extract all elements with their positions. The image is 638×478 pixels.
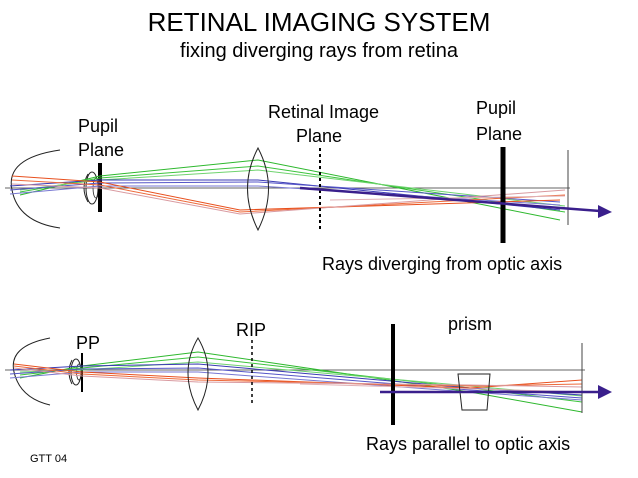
top-ray-green — [19, 169, 566, 207]
top-ray-pink — [329, 195, 566, 201]
top-caption: Rays diverging from optic axis — [322, 254, 563, 274]
footer-credit: GTT 04 — [30, 453, 68, 465]
bottom-rays — [9, 351, 583, 413]
bottom-relay-lens — [187, 337, 209, 412]
top-diagram — [5, 146, 612, 243]
pp-label: PP — [76, 333, 101, 353]
pupil-plane-right-line1: Pupil — [476, 98, 517, 118]
bottom-ray-pink — [299, 383, 583, 393]
pupil-plane-right-line2: Plane — [476, 124, 523, 144]
bottom-prism — [457, 373, 491, 411]
retinal-image-plane-line1: Retinal Image — [268, 102, 380, 122]
bottom-ray-pink — [13, 367, 583, 388]
top-ray-red — [11, 179, 566, 213]
top-ray-pink — [11, 183, 566, 215]
bottom-diagram — [5, 324, 612, 425]
top-relay-lens — [247, 146, 269, 232]
pupil-plane-left-line2: Plane — [78, 140, 125, 160]
bottom-ray-blue — [9, 371, 583, 401]
rip-label: RIP — [236, 320, 267, 340]
slide-subtitle: fixing diverging rays from retina — [180, 40, 458, 62]
retinal-image-plane-line2: Plane — [296, 126, 343, 146]
bottom-caption: Rays parallel to optic axis — [366, 434, 571, 454]
bottom-eye-outline — [12, 337, 51, 406]
top-cornea — [83, 173, 89, 203]
top-chief-ray-arrow — [299, 186, 601, 213]
top-rays — [9, 159, 566, 221]
pupil-plane-left-line1: Pupil — [78, 116, 119, 136]
bottom-arrow-head — [598, 385, 612, 399]
slide-title: RETINAL IMAGING SYSTEM — [147, 7, 491, 37]
prism-label: prism — [448, 314, 492, 334]
top-arrow-head — [598, 205, 612, 218]
top-ray-red — [11, 175, 561, 211]
top-ray-blue — [9, 181, 561, 203]
